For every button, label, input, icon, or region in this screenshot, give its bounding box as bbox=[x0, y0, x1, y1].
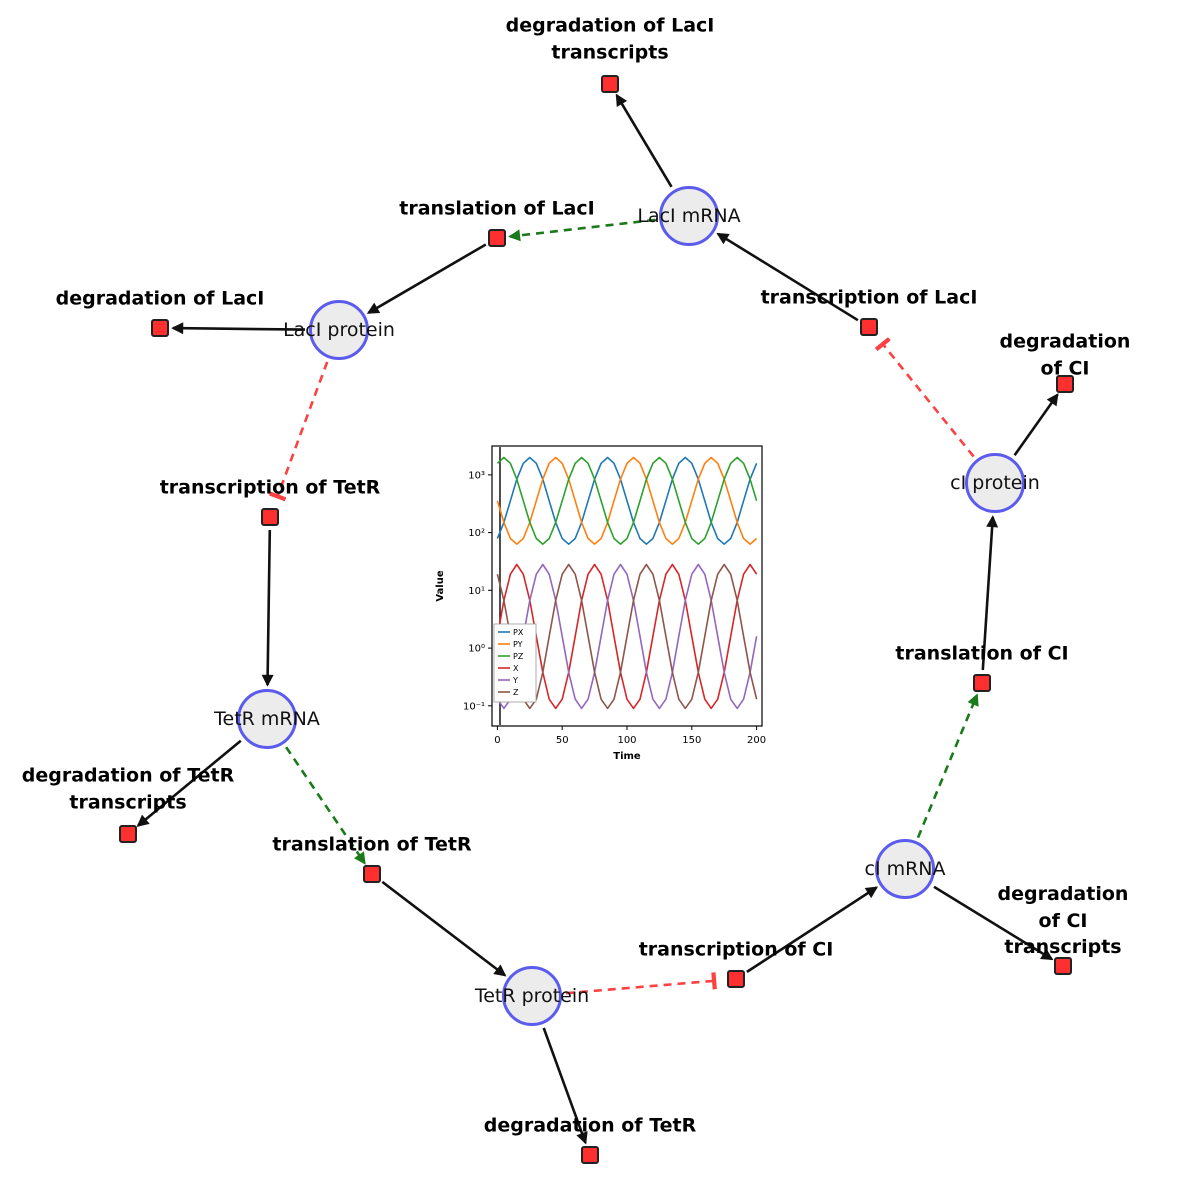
edge-modifier-laci_mrna-to-tln_laci bbox=[508, 218, 656, 242]
edge-reactant-laci_mrna-to-deg_laci_tx bbox=[615, 93, 673, 188]
species-node-tetr_mrna[interactable] bbox=[237, 689, 297, 749]
chart-series-Y bbox=[496, 563, 758, 710]
legend-label-PY: PY bbox=[513, 640, 523, 649]
reaction-label-deg_ci: degradation of CI bbox=[999, 330, 1131, 379]
edge-reactant-tetr_protein-to-deg_tetr bbox=[542, 1027, 588, 1145]
legend-label-PZ: PZ bbox=[513, 652, 524, 661]
legend-label-PX: PX bbox=[513, 628, 524, 637]
edge-inhibition-laci_protein-to-txn_tetr bbox=[268, 361, 329, 502]
legend-label-X: X bbox=[513, 664, 519, 673]
reaction-label-txn_ci: transcription of CI bbox=[638, 938, 834, 961]
edge-reactant-ci_protein-to-deg_ci bbox=[1013, 393, 1059, 456]
x-tick-label: 0 bbox=[494, 735, 500, 746]
chart-series-X bbox=[496, 563, 758, 710]
edge-product-tln_tetr-to-tetr_protein bbox=[381, 880, 507, 977]
species-node-laci_protein[interactable] bbox=[309, 300, 369, 360]
edge-reactant-ci_mrna-to-deg_ci_tx bbox=[933, 885, 1054, 961]
y-tick-label: 10² bbox=[468, 528, 485, 539]
edge-product-tln_laci-to-laci_protein bbox=[366, 243, 487, 315]
reaction-label-deg_laci: degradation of LacI bbox=[55, 287, 265, 310]
edge-product-tln_ci-to-ci_protein bbox=[981, 515, 999, 671]
species-label-ci_protein: cI protein bbox=[950, 472, 1040, 494]
reaction-label-tln_ci: translation of CI bbox=[895, 642, 1069, 665]
species-node-ci_protein[interactable] bbox=[965, 453, 1025, 513]
species-label-tetr_mrna: TetR mRNA bbox=[214, 708, 320, 730]
edge-modifier-tetr_mrna-to-tln_tetr bbox=[285, 746, 366, 865]
x-tick-label: 50 bbox=[556, 735, 569, 746]
legend-label-Y: Y bbox=[512, 676, 518, 685]
species-label-laci_protein: LacI protein bbox=[283, 319, 395, 341]
edge-modifier-ci_mrna-to-tln_ci bbox=[916, 693, 979, 839]
reaction-label-deg_laci_tx: degradation of LacI transcripts bbox=[505, 14, 715, 63]
reaction-node-txn_ci[interactable] bbox=[727, 970, 745, 988]
reaction-label-txn_laci: transcription of LacI bbox=[760, 286, 978, 309]
reaction-node-deg_laci_tx[interactable] bbox=[601, 75, 619, 93]
plot-frame bbox=[491, 445, 763, 727]
reaction-label-txn_tetr: transcription of TetR bbox=[159, 476, 381, 499]
species-node-tetr_protein[interactable] bbox=[502, 966, 562, 1026]
edge-product-txn_laci-to-laci_mrna bbox=[716, 232, 859, 322]
y-tick-label: 10¹ bbox=[468, 586, 485, 597]
edge-inhibition-tetr_protein-to-txn_ci bbox=[565, 972, 717, 995]
species-node-ci_mrna[interactable] bbox=[875, 839, 935, 899]
chart-legend bbox=[493, 623, 537, 703]
reaction-node-deg_ci_tx[interactable] bbox=[1054, 957, 1072, 975]
y-axis-label: Value bbox=[435, 570, 446, 601]
reaction-node-txn_tetr[interactable] bbox=[261, 508, 279, 526]
chart-series-Z bbox=[496, 563, 758, 710]
reaction-node-deg_tetr[interactable] bbox=[581, 1146, 599, 1164]
reaction-node-deg_ci[interactable] bbox=[1056, 375, 1074, 393]
x-tick-label: 150 bbox=[682, 735, 701, 746]
reaction-node-txn_laci[interactable] bbox=[860, 318, 878, 336]
reaction-node-tln_ci[interactable] bbox=[973, 674, 991, 692]
reaction-label-deg_tetr: degradation of TetR bbox=[483, 1114, 697, 1137]
edge-reactant-tetr_mrna-to-deg_tetr_tx bbox=[136, 739, 242, 827]
edge-product-txn_ci-to-ci_mrna bbox=[746, 886, 879, 973]
x-axis-label: Time bbox=[613, 751, 641, 760]
reaction-node-tln_laci[interactable] bbox=[488, 229, 506, 247]
edge-inhibition-ci_protein-to-txn_laci bbox=[874, 337, 975, 458]
x-tick-label: 100 bbox=[617, 735, 636, 746]
reaction-label-deg_tetr_tx: degradation of TetR transcripts bbox=[21, 764, 235, 813]
reaction-label-tln_laci: translation of LacI bbox=[399, 197, 595, 220]
species-node-laci_mrna[interactable] bbox=[659, 186, 719, 246]
x-tick-label: 200 bbox=[747, 735, 766, 746]
reaction-node-tln_tetr[interactable] bbox=[363, 865, 381, 883]
legend-label-Z: Z bbox=[513, 688, 519, 697]
chart-series-PZ bbox=[496, 456, 758, 545]
reaction-node-deg_tetr_tx[interactable] bbox=[119, 825, 137, 843]
species-label-laci_mrna: LacI mRNA bbox=[637, 205, 741, 227]
y-tick-label: 10⁰ bbox=[468, 644, 485, 655]
reaction-label-tln_tetr: translation of TetR bbox=[272, 833, 472, 856]
edge-product-txn_tetr-to-tetr_mrna bbox=[261, 529, 274, 687]
y-tick-label: 10³ bbox=[468, 470, 485, 481]
chart-series-PX bbox=[496, 456, 758, 545]
y-tick-label: 10⁻¹ bbox=[463, 701, 485, 712]
species-label-tetr_protein: TetR protein bbox=[474, 985, 590, 1007]
chart-series-PY bbox=[496, 456, 758, 545]
reaction-node-deg_laci[interactable] bbox=[151, 319, 169, 337]
edge-reactant-laci_protein-to-deg_laci bbox=[171, 322, 306, 335]
reaction-label-deg_ci_tx: degradation of CI transcripts bbox=[997, 883, 1129, 959]
species-label-ci_mrna: cI mRNA bbox=[864, 858, 946, 880]
